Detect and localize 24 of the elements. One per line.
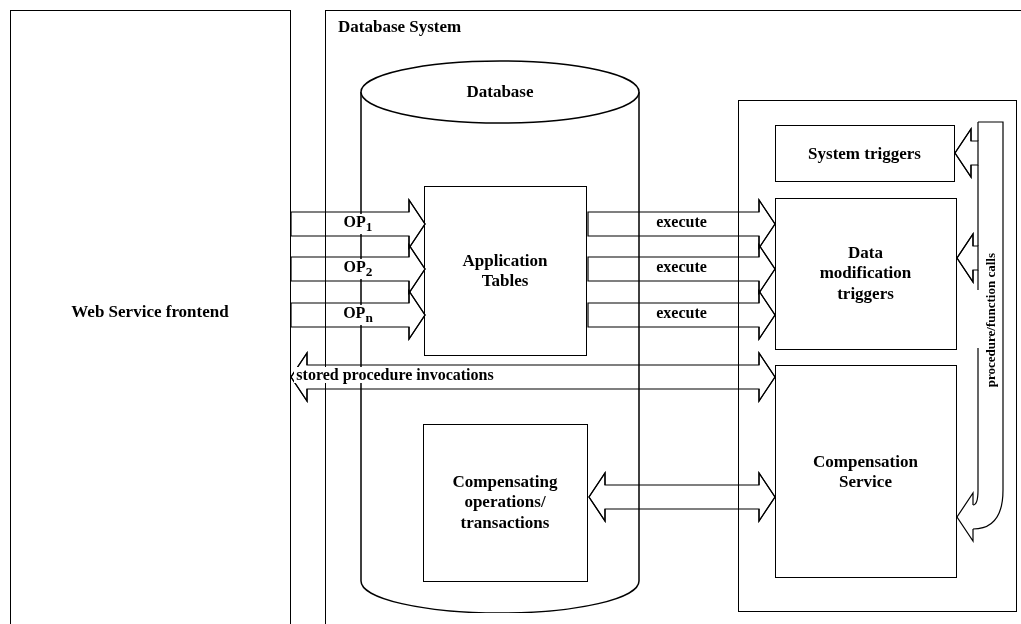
edge-label: procedure/function calls xyxy=(981,252,999,388)
node-label: System triggers xyxy=(807,143,922,164)
container-title: Database System xyxy=(338,17,462,38)
edge-label: OP$_{2}$ xyxy=(341,259,375,279)
node-label: Application Tables xyxy=(461,250,549,292)
edge-label: execute xyxy=(654,305,709,321)
process-box xyxy=(775,365,957,578)
node-label: Web Service frontend xyxy=(70,301,230,323)
edge-label: execute xyxy=(654,259,709,275)
process-box xyxy=(775,125,955,182)
trigger-group-box xyxy=(738,100,1017,612)
process-box xyxy=(423,424,588,582)
edge-label: execute xyxy=(654,214,709,230)
edge-label: OP$_{1}$ xyxy=(341,214,375,234)
frontend-box xyxy=(10,10,291,624)
node-label: Compensation Service xyxy=(812,451,919,492)
node-label: Data modification triggers xyxy=(818,243,913,305)
process-box xyxy=(775,198,957,350)
edge-label: OP$_{n}$ xyxy=(341,305,375,325)
block-arrow xyxy=(956,121,1004,542)
cylinder-label: Database xyxy=(465,82,535,103)
edge-label: stored procedure invocations xyxy=(294,367,496,383)
node-label: Compensating operations/ transactions xyxy=(451,472,559,534)
process-box xyxy=(424,186,587,356)
